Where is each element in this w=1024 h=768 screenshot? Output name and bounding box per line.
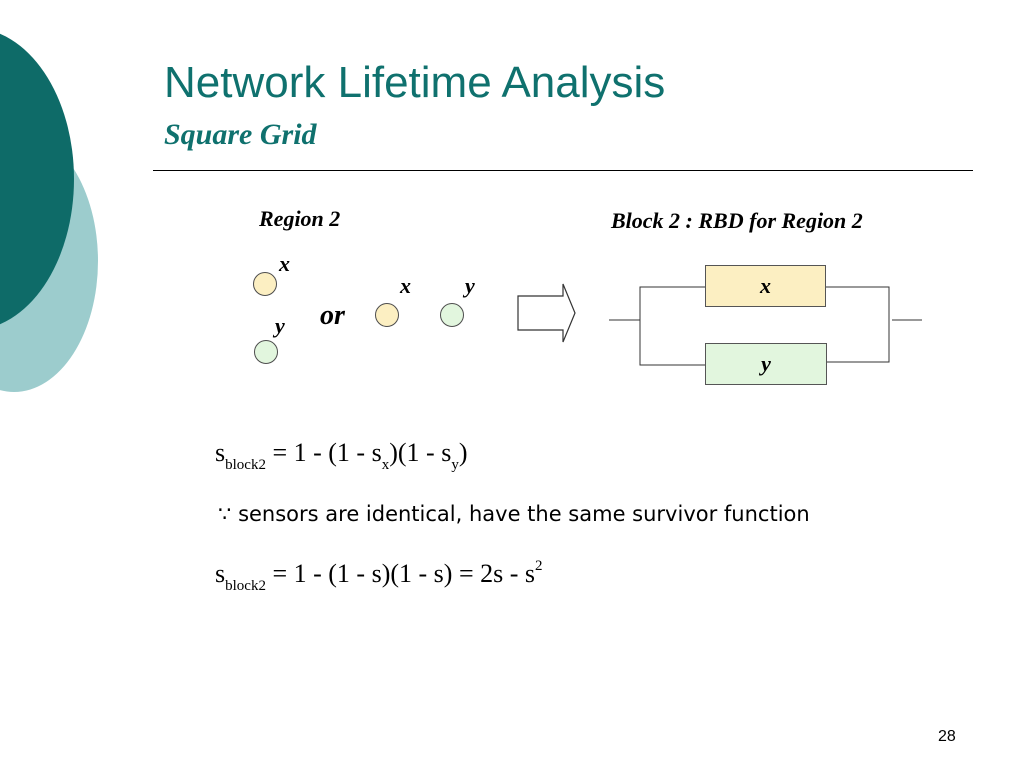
formula1-x-subscript: x (381, 457, 390, 473)
slide-title: Network Lifetime Analysis (164, 58, 666, 107)
statement-text: sensors are identical, have the same sur… (238, 502, 810, 526)
rbd-block-y-label: y (761, 351, 771, 376)
formula1-rhs-prefix: = 1 - (1 - s (272, 438, 382, 467)
rbd-block-x: x (705, 265, 826, 307)
single-node-y-label: y (275, 313, 285, 338)
or-label: or (320, 300, 345, 331)
pair-node-x-label: x (400, 273, 411, 298)
region-label: Region 2 (259, 206, 341, 231)
sensor-node-y (254, 340, 278, 364)
formula-block2-identical: sblock2 = 1 - (1 - s)(1 - s) = 2s - s2 (215, 558, 543, 595)
formula1-lhs-subscript: block2 (225, 457, 266, 473)
pair-sensor-node-x (375, 303, 399, 327)
identical-sensors-statement: ∵ sensors are identical, have the same s… (218, 502, 810, 526)
formula-block2-general: sblock2 = 1 - (1 - sx)(1 - sy) (215, 438, 467, 474)
title-divider (153, 170, 973, 171)
page-number: 28 (938, 728, 956, 745)
formula1-rhs-middle: )(1 - s (389, 438, 452, 467)
formula2-lhs-subscript: block2 (225, 578, 266, 594)
transform-arrow-icon (517, 283, 576, 343)
rbd-block-x-label: x (760, 273, 771, 298)
formula1-y-subscript: y (451, 457, 459, 473)
formula2-exponent: 2 (535, 558, 543, 574)
pair-node-y-label: y (465, 273, 475, 298)
sensor-node-x (253, 272, 277, 296)
rbd-title: Block 2 : RBD for Region 2 (611, 208, 863, 233)
slide-subtitle: Square Grid (164, 118, 317, 151)
formula2-rhs: = 1 - (1 - s)(1 - s) = 2s - s (272, 559, 536, 588)
formula1-lhs-symbol: s (215, 438, 226, 467)
rbd-block-y: y (705, 343, 827, 385)
formula2-lhs-symbol: s (215, 559, 226, 588)
because-symbol: ∵ (218, 502, 232, 526)
pair-sensor-node-y (440, 303, 464, 327)
formula1-rhs-suffix: ) (458, 438, 468, 467)
single-node-x-label: x (279, 251, 290, 276)
